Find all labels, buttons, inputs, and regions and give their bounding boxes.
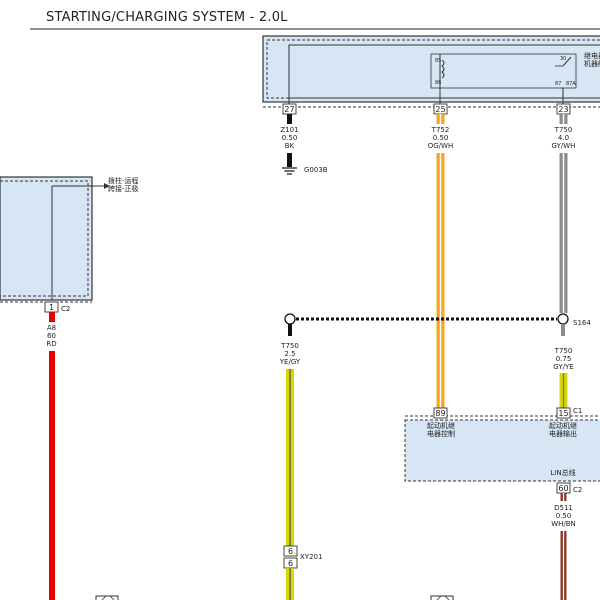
wire-t750-left-color: YE/GY [279, 358, 301, 366]
svg-text:6: 6 [288, 559, 293, 568]
connector-xy201-name: XY201 [300, 553, 322, 561]
relay-pin-85: 85 [435, 58, 441, 64]
wire-t750-left-gauge: 2.5 [284, 350, 295, 358]
relay-box: 85 86 30 87 87A 继电器机器舱 [262, 35, 600, 103]
ignition-switch-label: 拨柱-运程跨接-正极 [108, 176, 139, 193]
module-pin-label-right: 起动机继电器输出 [549, 421, 577, 438]
wire-t750-top-gauge: 4.0 [558, 134, 569, 142]
wire-t750-top-color: GY/WH [552, 142, 576, 150]
connector-27: 27 [282, 103, 297, 115]
wire-t750-mid [559, 373, 568, 409]
svg-text:89: 89 [435, 409, 445, 418]
wire-a8-stub [49, 312, 55, 322]
wire-t752-color: OG/WH [428, 142, 453, 150]
relay-switch-icon [562, 56, 572, 67]
svg-text:15: 15 [558, 409, 568, 418]
wire-t750-mid-color: GY/YE [553, 363, 573, 371]
ground-icon [282, 167, 297, 175]
svg-text:25: 25 [435, 105, 445, 114]
wire-t750-left-circuit: T750 [280, 342, 299, 350]
relay-pin-87: 87 [555, 81, 561, 87]
wire-d511-circuit: D511 [554, 504, 573, 512]
bottom-connector-left [95, 595, 119, 600]
wire-z101-circuit: Z101 [280, 126, 298, 134]
module-box: 起动机继电器控制 起动机继电器输出 LIN总线 [404, 419, 600, 482]
wire-d511-stub [560, 493, 567, 501]
wire-z101-color: BK [285, 142, 295, 150]
wire-t752-upper [436, 114, 445, 124]
relay-pin-87a: 87A [566, 81, 576, 87]
wire-z101-stub [287, 114, 292, 124]
svg-text:6: 6 [288, 547, 293, 556]
connector-60: 60 C2 [556, 482, 582, 494]
connector-1: 1 C2 [44, 301, 70, 313]
wire-t752 [436, 153, 445, 409]
splice-point-s164 [557, 313, 569, 325]
wire-t750-top [559, 153, 568, 313]
wire-a8-circuit: A8 [47, 324, 56, 332]
wire-t750-mid-stub [561, 324, 565, 336]
module-bus-label: LIN总线 [550, 468, 575, 477]
connector-15: 15 C1 [556, 407, 582, 419]
connector-89: 89 [433, 407, 448, 419]
wire-z101 [287, 153, 292, 167]
ground-label: G003B [304, 166, 328, 174]
wire-a8-color: RD [46, 340, 56, 348]
switch-arrow-icon [104, 183, 110, 189]
connector-60-name: C2 [573, 486, 582, 494]
svg-text:23: 23 [558, 105, 568, 114]
connector-23: 23 [556, 103, 571, 115]
relay-pin-30: 30 [560, 56, 566, 62]
connector-xy201: 6 6 XY201 [283, 545, 322, 569]
relay-label: 继电器机器舱 [584, 51, 600, 68]
connector-1-name: C2 [61, 305, 70, 313]
wire-d511-gauge: 0.50 [556, 512, 572, 520]
svg-text:60: 60 [558, 484, 568, 493]
wire-t752-circuit: T752 [431, 126, 450, 134]
wire-a8 [49, 351, 55, 600]
page-title: STARTING/CHARGING SYSTEM - 2.0L [46, 10, 288, 25]
relay-coil-icon [441, 59, 445, 79]
wire-t750-left-stub [288, 324, 292, 336]
connector-25: 25 [433, 103, 448, 115]
svg-text:27: 27 [284, 105, 294, 114]
wire-t752-gauge: 0.50 [433, 134, 449, 142]
splice-point-left [284, 313, 296, 325]
relay-pin-86: 86 [435, 80, 441, 86]
wire-t750-mid-circuit: T750 [554, 347, 573, 355]
wire-z101-gauge: 0.50 [282, 134, 298, 142]
connector-15-name: C1 [573, 407, 582, 415]
splice-label: S164 [573, 319, 591, 327]
bottom-connector-mid [430, 595, 454, 600]
wire-t750-top-circuit: T750 [554, 126, 573, 134]
wire-t750-left-lower [286, 568, 294, 600]
wire-t750-left [286, 369, 294, 546]
wire-d511-color: WH/BN [551, 520, 576, 528]
module-pin-label-left: 起动机继电器控制 [427, 421, 455, 438]
svg-text:1: 1 [49, 303, 54, 312]
wire-a8-gauge: 60 [47, 332, 56, 340]
wire-t750-mid-gauge: 0.75 [556, 355, 572, 363]
wire-d511 [560, 531, 567, 600]
ignition-switch-box: 拨柱-运程跨接-正极 [0, 176, 139, 301]
wire-t750-top-upper [559, 114, 568, 124]
